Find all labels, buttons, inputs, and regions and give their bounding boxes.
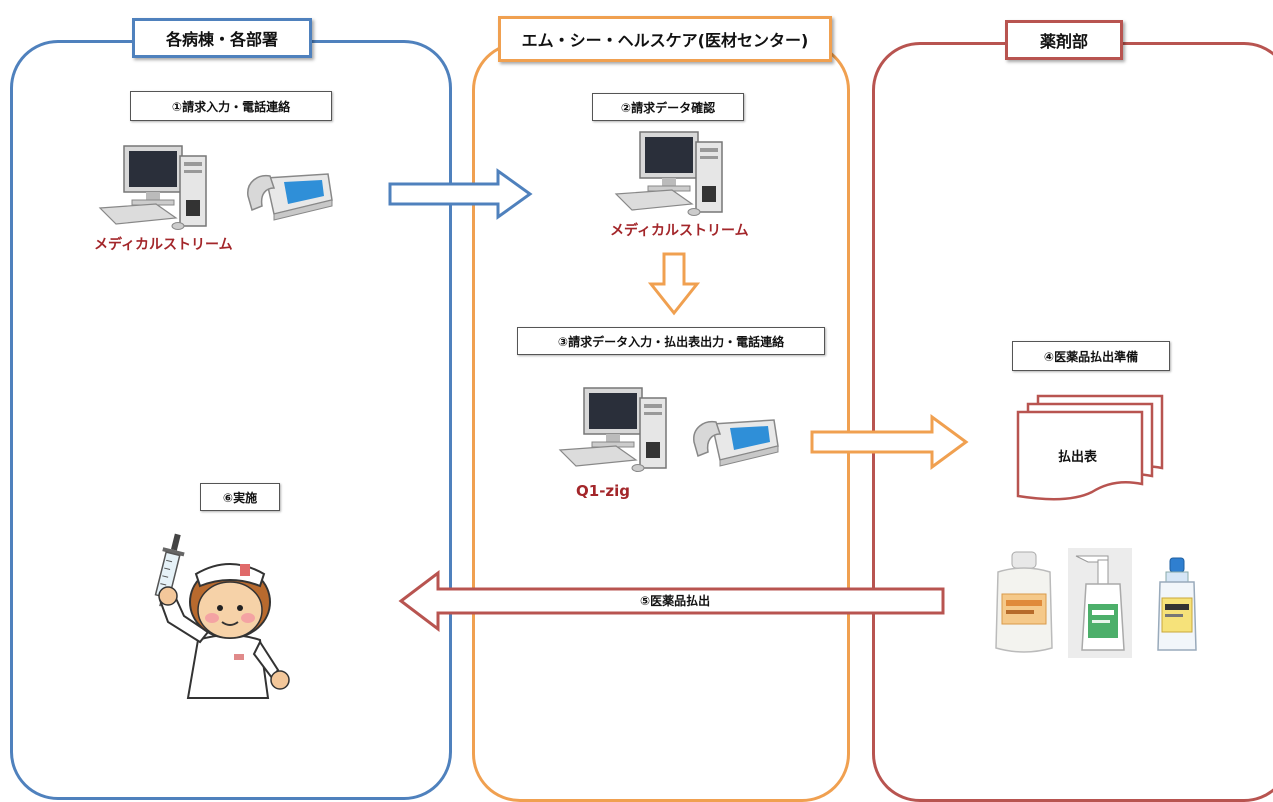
lane-title-mc-healthcare: エム・シー・ヘルスケア(医材センター) [498,16,832,62]
lane-title-wards: 各病棟・各部署 [132,18,312,58]
document-label: 払出表 [1058,450,1098,465]
arrow-dispense-left [398,569,945,633]
pump-bottle-icon [1068,548,1132,658]
step-5-label: ⑤医薬品払出 [640,594,711,608]
arrow-dispense-request-right [810,414,969,470]
telephone-icon [247,173,333,221]
system-label-medical-stream: メディカルストリーム [94,237,233,253]
step-1-box: ①請求入力・電話連絡 [130,91,332,121]
lane-title-pharmacy: 薬剤部 [1005,20,1123,60]
step-6-box: ⑥実施 [200,483,280,511]
computer-icon [614,131,723,216]
document-stack-icon [1016,394,1164,501]
arrow-down [647,252,701,316]
telephone-icon [693,419,779,467]
eye-drop-bottle-icon [1157,557,1197,651]
nurse-illustration [154,533,290,699]
step-4-box: ④医薬品払出準備 [1012,341,1170,371]
computer-icon [558,387,667,472]
system-label-medical-stream: メディカルストリーム [610,223,749,239]
iv-bag-icon [995,551,1053,653]
step-2-box: ②請求データ確認 [592,93,744,121]
computer-icon [98,145,207,230]
arrow-request-right [388,168,533,220]
step-3-box: ③請求データ入力・払出表出力・電話連絡 [517,327,825,355]
system-label-q1zig: Q1-zig [576,482,631,500]
